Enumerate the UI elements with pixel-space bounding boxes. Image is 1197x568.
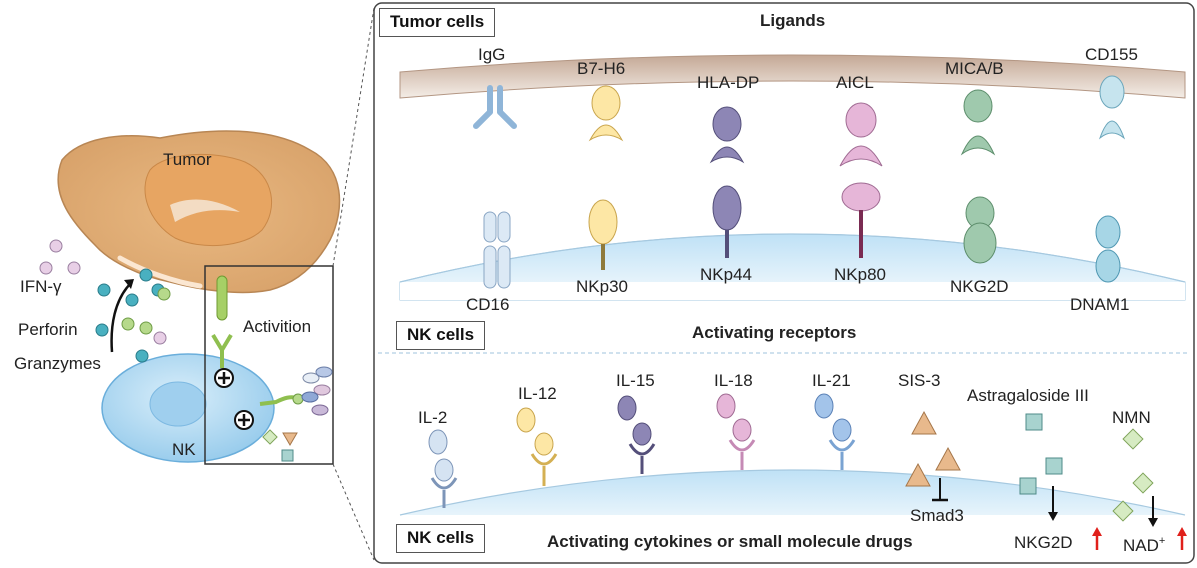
zoom-box	[204, 265, 334, 465]
bottom-title: Activating cytokines or small molecule d…	[547, 532, 913, 551]
sis3-molecules	[905, 410, 961, 487]
b7h6-ligand	[588, 85, 624, 142]
tumor-cell	[57, 130, 341, 294]
nk-cells-box-top: NK cells	[396, 321, 486, 350]
tumor-cells-box: Tumor cells	[379, 8, 496, 37]
il2-cytokine	[428, 429, 458, 508]
ligand-label-cd155: CD155	[1085, 45, 1138, 64]
tumor-membrane	[399, 54, 1186, 99]
ifn-gamma-label: IFN-γ	[20, 277, 62, 296]
secretion-arrowhead	[124, 279, 134, 289]
cytokine-label-il21: IL-21	[812, 371, 851, 390]
nkp30-receptor	[588, 199, 618, 270]
zoom-line-top	[332, 7, 375, 267]
micab-ligand	[960, 89, 996, 156]
il12-cytokine	[516, 407, 558, 486]
cytokine-label-il12: IL-12	[518, 384, 557, 403]
hladp-ligand	[709, 106, 745, 164]
nk-cells-box-bottom: NK cells	[396, 524, 486, 553]
il18-cytokine	[716, 393, 756, 470]
ligand-label-hladp: HLA-DP	[697, 73, 759, 92]
nkg2d-result-label: NKG2D	[1014, 533, 1073, 552]
ligand-label-b7h6: B7-H6	[577, 59, 625, 78]
cytokine-label-il18: IL-18	[714, 371, 753, 390]
cd16-receptor	[483, 211, 511, 289]
drug-label-sis3: SIS-3	[898, 371, 941, 390]
drug-label-nmn: NMN	[1112, 408, 1151, 427]
nk-label: NK	[172, 440, 196, 459]
smad3-label: Smad3	[910, 506, 964, 525]
cytokine-label-il15: IL-15	[616, 371, 655, 390]
dnam1-receptor	[1095, 215, 1121, 283]
nkp44-receptor	[712, 185, 742, 258]
granules	[39, 239, 171, 363]
receptor-label-nkp30: NKp30	[576, 277, 628, 296]
igg-ligand	[473, 85, 517, 129]
nad-result-label: NAD+	[1123, 535, 1165, 555]
receptor-label-cd16: CD16	[466, 295, 509, 314]
plus-icon	[214, 368, 234, 388]
il15-cytokine	[617, 395, 656, 474]
receptor-label-nkp44: NKp44	[700, 265, 752, 284]
aicl-ligand	[839, 102, 883, 167]
granzymes-label: Granzymes	[14, 354, 101, 373]
perforin-label: Perforin	[18, 320, 78, 339]
il21-cytokine	[814, 393, 856, 470]
zoom-line-bottom	[332, 463, 375, 561]
zoom-receptors	[211, 275, 333, 462]
nkp80-receptor	[841, 182, 881, 258]
nmn-molecules	[1112, 428, 1154, 522]
cd155-ligand	[1098, 75, 1126, 140]
ligand-label-igg: IgG	[478, 45, 505, 64]
ligand-label-aicl: AICL	[836, 73, 874, 92]
receptor-label-nkp80: NKp80	[834, 265, 886, 284]
up-arrow-icon	[1092, 527, 1102, 550]
cytokine-label-il2: IL-2	[418, 408, 447, 427]
nkg2d-receptor	[963, 196, 997, 264]
receptor-label-nkg2d: NKG2D	[950, 277, 1009, 296]
astragaloside-molecules	[1019, 413, 1063, 495]
activation-label: Activition	[243, 317, 311, 336]
ligands-title: Ligands	[760, 11, 825, 30]
drug-label-astragaloside: Astragaloside III	[967, 386, 1089, 405]
up-arrow-icon	[1177, 527, 1187, 550]
tumor-label: Tumor	[163, 150, 212, 169]
ligand-label-micab: MICA/B	[945, 59, 1004, 78]
plus-icon	[234, 410, 254, 430]
receptors-title: Activating receptors	[692, 323, 856, 342]
secretion-arrow	[110, 283, 131, 353]
receptor-label-dnam1: DNAM1	[1070, 295, 1130, 314]
